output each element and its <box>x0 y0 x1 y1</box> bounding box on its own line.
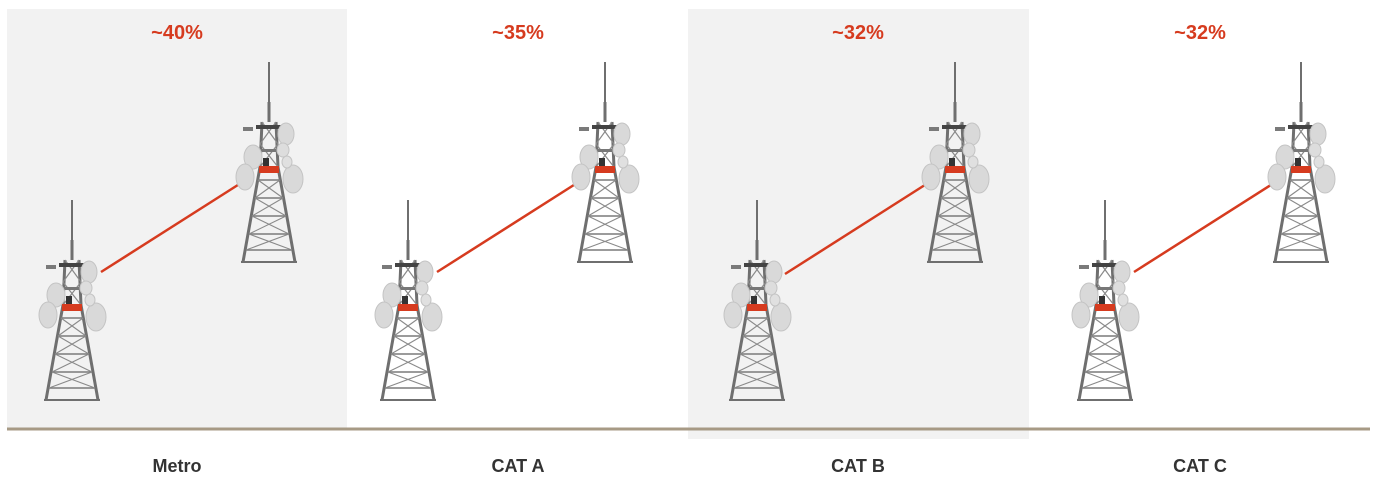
tower-icon-near <box>373 198 444 402</box>
panel-metro: ~40% Metro <box>37 22 305 476</box>
link-line <box>784 174 940 276</box>
link-line <box>436 174 589 274</box>
panel-cat-c: ~32% CAT C <box>1070 22 1337 476</box>
category-label-cat-a: CAT A <box>492 456 545 476</box>
share-label-cat-b: ~32% <box>832 22 884 44</box>
link-line <box>1133 174 1286 274</box>
category-label-cat-c: CAT C <box>1173 456 1227 476</box>
tower-icon-far <box>570 60 641 264</box>
panel-cat-a: ~35% CAT A <box>373 22 641 476</box>
panel-bg-cat-b <box>688 9 1029 439</box>
tower-icon-near <box>1070 198 1141 402</box>
share-label-metro: ~40% <box>151 22 203 44</box>
tower-icon-far <box>1266 60 1337 264</box>
link-line <box>100 174 253 274</box>
category-label-cat-b: CAT B <box>831 456 885 476</box>
category-label-metro: Metro <box>153 456 202 476</box>
panel-bg-metro <box>7 9 347 429</box>
panel-cat-b: ~32% CAT B <box>722 22 991 476</box>
share-label-cat-c: ~32% <box>1174 22 1226 44</box>
share-label-cat-a: ~35% <box>492 22 544 44</box>
